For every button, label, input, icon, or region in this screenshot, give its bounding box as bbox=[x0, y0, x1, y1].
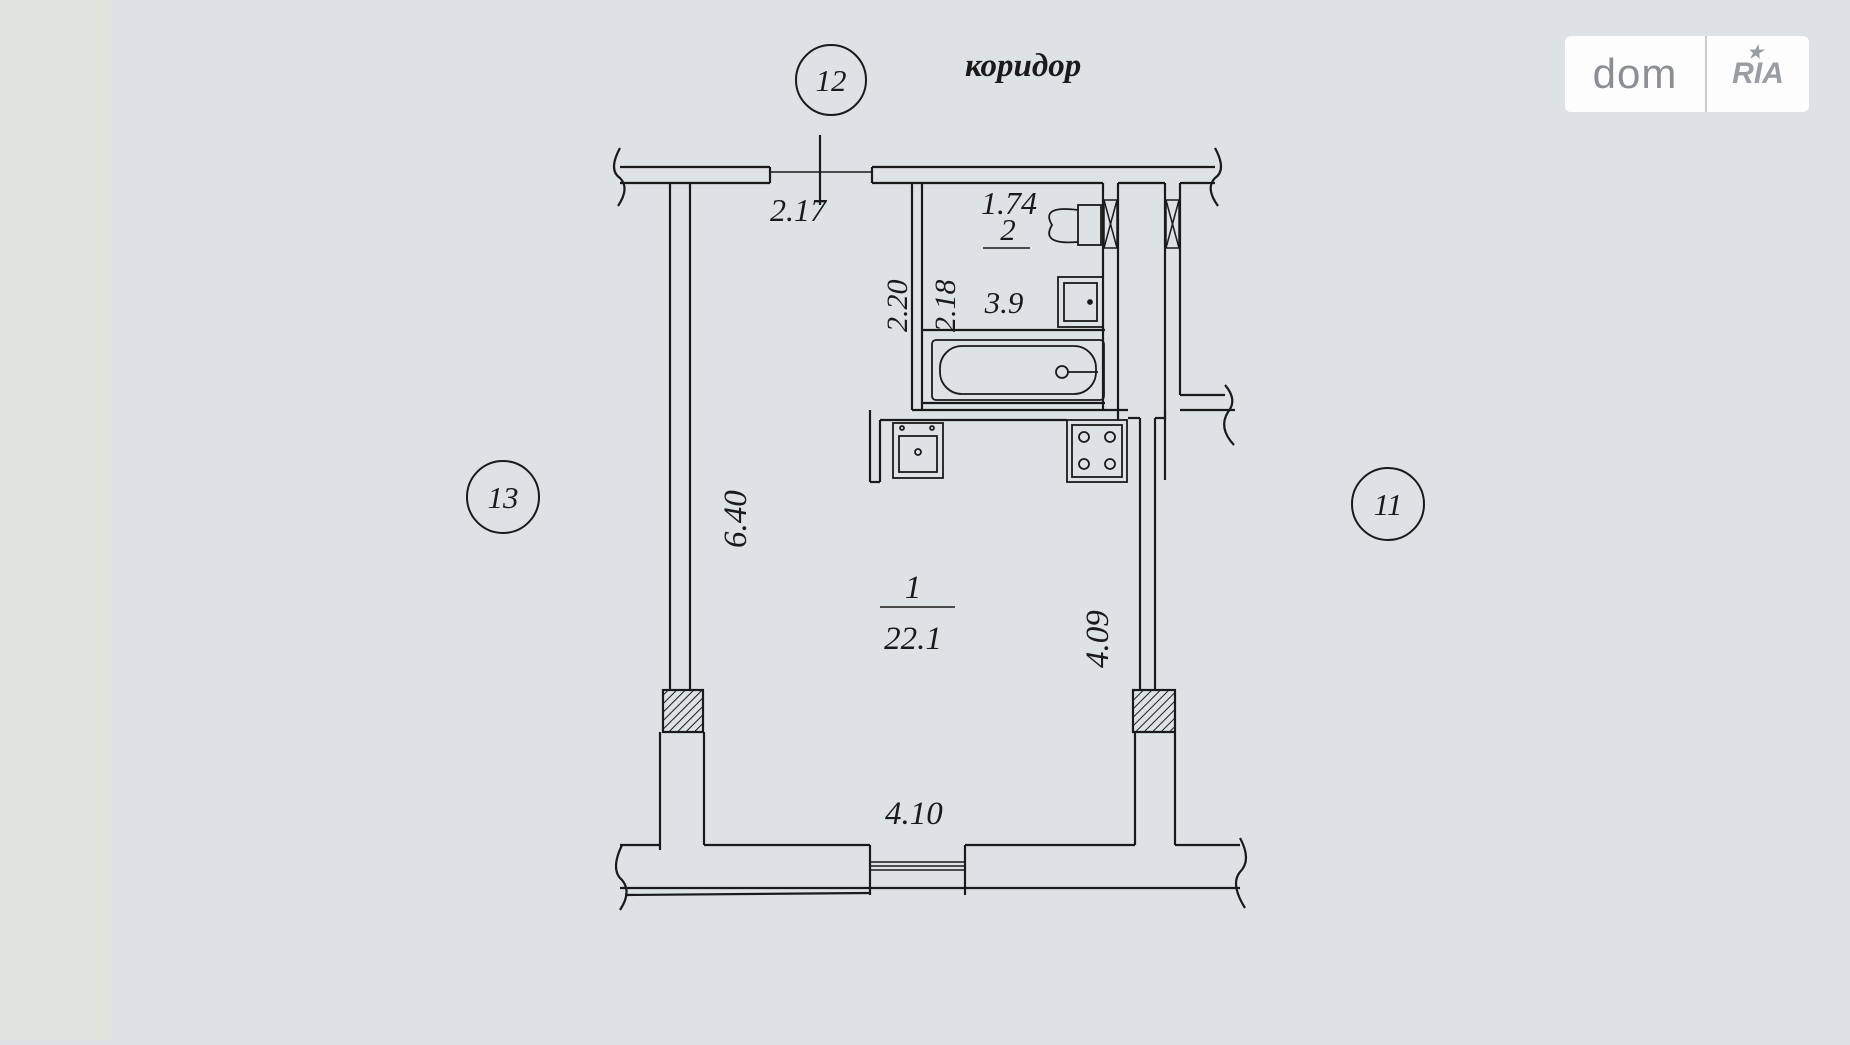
bath-sink-icon bbox=[1057, 276, 1104, 328]
watermark-ria-text: RIA bbox=[1732, 57, 1784, 90]
dimension-bath-left-b: 2.18 bbox=[929, 280, 962, 333]
dimension-bottom-wall: 4.10 bbox=[885, 796, 943, 832]
star-icon: ★ bbox=[1747, 42, 1764, 62]
toilet-tank-icon bbox=[1077, 204, 1102, 246]
toilet-bowl-icon bbox=[1048, 208, 1079, 244]
apartment-12-label: 12 bbox=[816, 63, 847, 98]
stove-icon bbox=[1066, 419, 1128, 483]
walls bbox=[612, 135, 1248, 911]
apartment-12-circle bbox=[795, 44, 867, 116]
room-1-number: 1 bbox=[905, 570, 922, 606]
room-2-number: 2 bbox=[1000, 212, 1016, 247]
paper-shade bbox=[0, 0, 110, 1040]
room-1-area: 22.1 bbox=[884, 621, 942, 657]
apartment-13-label: 13 bbox=[488, 480, 519, 515]
dimension-top-room1: 2.17 bbox=[770, 192, 828, 228]
bathtub-icon bbox=[931, 339, 1105, 401]
room-2-area: 3.9 bbox=[984, 285, 1024, 320]
fixtures bbox=[892, 204, 1128, 483]
dimension-bath-left-a: 2.20 bbox=[881, 280, 914, 333]
domria-watermark: dom ★ RIA bbox=[1565, 36, 1809, 112]
watermark-ria-logo: ★ RIA bbox=[1707, 36, 1809, 112]
dimension-right-wall: 4.09 bbox=[1080, 610, 1116, 668]
apartment-11-label: 11 bbox=[1374, 487, 1403, 522]
dimension-left-wall: 6.40 bbox=[718, 490, 754, 548]
dimension-top-bath: 1.74 bbox=[981, 185, 1037, 221]
apartment-13-circle bbox=[466, 460, 540, 534]
vent-ducts bbox=[1103, 199, 1180, 249]
apartment-11-circle bbox=[1351, 467, 1425, 541]
kitchen-sink-icon bbox=[892, 422, 944, 479]
corridor-label: коридор bbox=[965, 48, 1081, 84]
watermark-dom-text: dom bbox=[1565, 36, 1707, 112]
